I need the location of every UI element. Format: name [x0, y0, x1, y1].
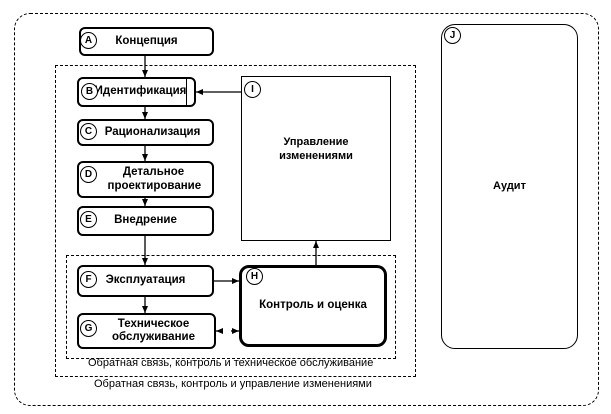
stage-audit-label: Аудит	[493, 179, 526, 192]
stage-change-management-label: Управление изменениями	[279, 136, 353, 162]
marker-i: I	[244, 81, 261, 98]
stage-rationalization: Рационализация	[77, 119, 214, 146]
marker-a: A	[80, 32, 97, 49]
outer-region	[14, 13, 599, 406]
stage-implementation: Внедрение	[77, 206, 214, 236]
marker-b: B	[81, 83, 98, 100]
stage-control-evaluation-label: Контроль и оценка	[259, 299, 367, 312]
marker-c: C	[80, 123, 97, 140]
marker-j: J	[444, 27, 461, 44]
stage-identification-label: Идентификация	[94, 85, 187, 98]
stage-audit: Аудит	[441, 24, 578, 349]
marker-f: F	[80, 271, 97, 288]
stage-operation-label: Эксплуатация	[105, 274, 186, 287]
marker-g: G	[80, 320, 97, 337]
maintenance-region	[66, 255, 396, 359]
stage-concept-label: Концепция	[115, 34, 178, 47]
stage-maintenance: Техническое обслуживание	[77, 313, 216, 349]
stage-concept: Концепция	[79, 27, 214, 56]
stage-implementation-label: Внедрение	[114, 214, 177, 227]
stage-detailed-design-label: Детальное проектирование	[107, 166, 202, 192]
stage-rationalization-label: Рационализация	[104, 125, 201, 138]
change-management-region	[55, 65, 416, 377]
inner-region-caption: Обратная связь, контроль и техническое о…	[88, 357, 374, 369]
stage-change-management: Управление изменениями	[241, 76, 391, 241]
stage-detailed-design: Детальное проектирование	[77, 161, 214, 198]
stage-control-evaluation: Контроль и оценка	[239, 265, 387, 347]
outer-region-caption: Обратная связь, контроль и управление из…	[94, 378, 372, 390]
identification-divider	[186, 79, 187, 105]
marker-h: H	[246, 268, 263, 285]
stage-maintenance-label: Техническое обслуживание	[111, 317, 195, 343]
marker-e: E	[80, 211, 97, 228]
marker-d: D	[80, 166, 97, 183]
stage-operation: Эксплуатация	[77, 265, 214, 297]
